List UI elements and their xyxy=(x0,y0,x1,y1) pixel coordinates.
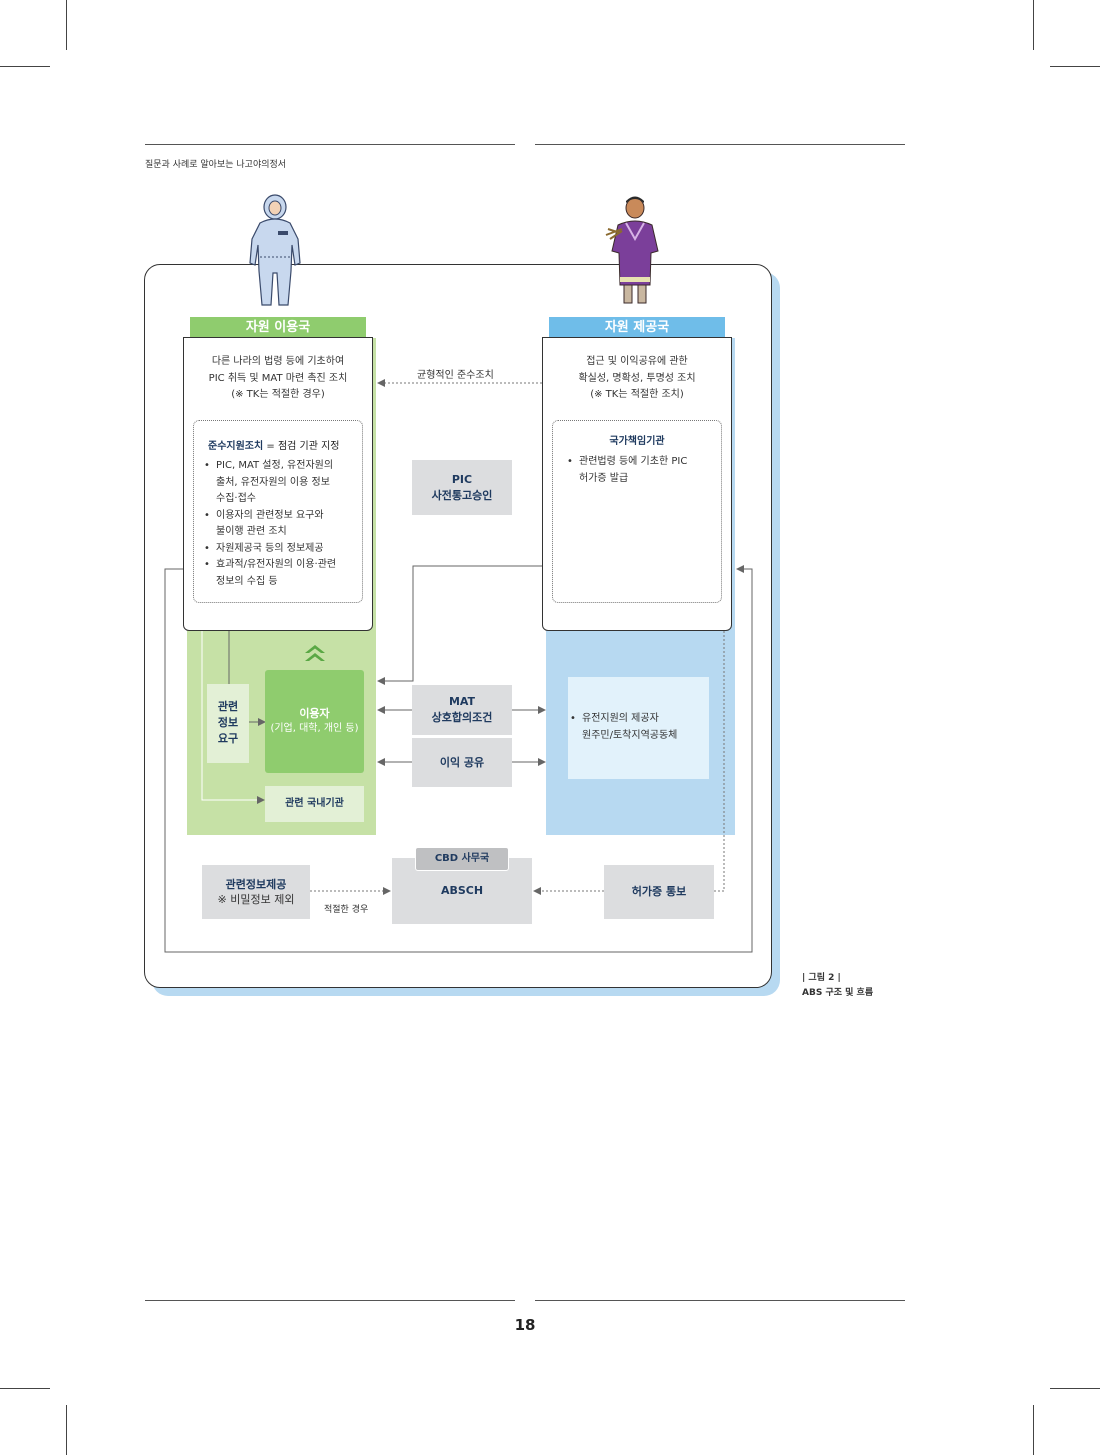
user-subtitle: (기업, 대학, 개인 등) xyxy=(270,723,359,734)
crop-mark xyxy=(66,1405,67,1455)
header-rule xyxy=(145,144,515,145)
crop-mark xyxy=(1033,1405,1034,1455)
user-desc-line1: 다른 나라의 법령 등에 기초하여 xyxy=(211,356,345,367)
compliance-support-box xyxy=(193,420,363,603)
user-country-label: 자원 이용국 xyxy=(190,317,366,339)
footer-rule xyxy=(145,1300,515,1301)
info-provide-box: 관련정보제공 ※ 비밀정보 제외 xyxy=(202,865,310,919)
provider-desc-line3: (※ TK는 적절한 조치) xyxy=(590,389,684,400)
provider-country-label: 자원 제공국 xyxy=(549,317,725,339)
info-request-line: 정보 xyxy=(217,716,239,729)
running-title: 질문과 사례로 알아보는 나고야의정서 xyxy=(145,160,287,170)
user-desc-line2: PIC 취득 및 MAT 마련 촉진 조치 xyxy=(208,373,348,384)
crop-mark xyxy=(66,0,67,50)
provider-desc-line1: 접근 및 이익공유에 관한 xyxy=(586,356,688,367)
user-desc-line3: (※ TK는 적절한 경우) xyxy=(231,389,325,400)
info-provide-title: 관련정보제공 xyxy=(225,878,287,891)
crop-mark xyxy=(1050,66,1100,67)
user-title: 이용자 xyxy=(299,707,330,720)
list-item-cont: 정보의 수집 등 xyxy=(216,575,278,587)
list-item: PIC, MAT 설정, 유전자원의 xyxy=(204,458,336,475)
provider-country-card xyxy=(542,337,732,631)
national-authority-list: 관련법령 등에 기초한 PIC 허가증 발급 xyxy=(567,454,687,487)
list-item: 허가증 발급 xyxy=(579,472,629,484)
compliance-support-list: PIC, MAT 설정, 유전자원의 출처, 유전자원의 이용 정보 수집·접수… xyxy=(204,458,336,590)
list-item: 원주민/토착지역공동체 xyxy=(582,729,678,741)
provider-desc-line2: 확실성, 명확성, 투명성 조치 xyxy=(578,373,696,384)
national-authority-box xyxy=(552,420,722,603)
page-number: 18 xyxy=(514,1316,536,1334)
list-item: 불이행 관련 조치 xyxy=(204,524,336,541)
list-item: 관련법령 등에 기초한 PIC xyxy=(567,454,687,471)
indigenous-person-icon xyxy=(605,196,659,304)
list-item-cont: 출처, 유전자원의 이용 정보 xyxy=(216,476,330,488)
info-provide-note: ※ 비밀정보 제외 xyxy=(217,893,295,906)
crop-mark xyxy=(1050,1388,1100,1389)
header-rule xyxy=(535,144,905,145)
list-item: 효과적/유전자원의 이용·관련 xyxy=(204,557,336,574)
crop-mark xyxy=(0,1388,50,1389)
list-item-cont: 수집·접수 xyxy=(216,493,256,504)
cbd-secretariat-tab: CBD 사무국 xyxy=(415,847,509,871)
national-authority-title: 국가책임기관 xyxy=(609,436,665,447)
appropriate-case-label: 적절한 경우 xyxy=(324,905,369,915)
list-item: 수집·접수 xyxy=(204,491,336,508)
crop-mark xyxy=(1033,0,1034,50)
list-item: 유전지원의 제공자 xyxy=(570,711,677,728)
pic-box: PIC 사전통고승인 xyxy=(412,460,512,515)
provider-box xyxy=(568,677,709,779)
protective-suit-person-icon xyxy=(249,194,301,306)
info-request-line: 관련 xyxy=(217,700,239,713)
crop-mark xyxy=(0,66,50,67)
pic-subtitle: 사전통고승인 xyxy=(431,489,493,502)
benefit-sharing-box: 이익 공유 xyxy=(412,738,512,787)
list-item-cont: 불이행 관련 조치 xyxy=(216,526,287,537)
pic-title: PIC xyxy=(451,473,473,486)
figure-caption-number: | 그림 2 | xyxy=(802,973,841,983)
mat-box: MAT 상호합의조건 xyxy=(412,685,512,735)
domestic-agency-box: 관련 국내기관 xyxy=(265,786,364,822)
compliance-support-title-bold: 준수지원조치 xyxy=(208,441,264,452)
mat-title: MAT xyxy=(448,695,476,708)
list-item: 출처, 유전자원의 이용 정보 xyxy=(204,475,336,492)
provider-list: 유전지원의 제공자 원주민/토착지역공동체 xyxy=(570,711,677,744)
list-item: 이용자의 관련정보 요구와 xyxy=(204,508,336,525)
double-chevron-up-icon xyxy=(305,645,325,661)
list-item: 자원제공국 등의 정보제공 xyxy=(204,541,336,558)
mat-subtitle: 상호합의조건 xyxy=(431,711,493,724)
footer-rule xyxy=(535,1300,905,1301)
user-country-card xyxy=(183,337,373,631)
balanced-compliance-label: 균형적인 준수조치 xyxy=(417,370,494,381)
figure-caption-title: ABS 구조 및 흐름 xyxy=(802,988,874,998)
permit-notice-box: 허가증 통보 xyxy=(604,865,714,919)
compliance-support-title-suffix: = 점검 기관 지정 xyxy=(263,441,340,452)
compliance-support-title: 준수지원조치 = 점검 기관 지정 xyxy=(208,437,340,452)
user-box: 이용자 (기업, 대학, 개인 등) xyxy=(265,670,364,773)
list-item: 정보의 수집 등 xyxy=(204,574,336,591)
absch-label: ABSCH xyxy=(440,884,484,897)
info-request-box: 관련 정보 요구 xyxy=(207,684,249,763)
info-request-line: 요구 xyxy=(217,732,239,745)
